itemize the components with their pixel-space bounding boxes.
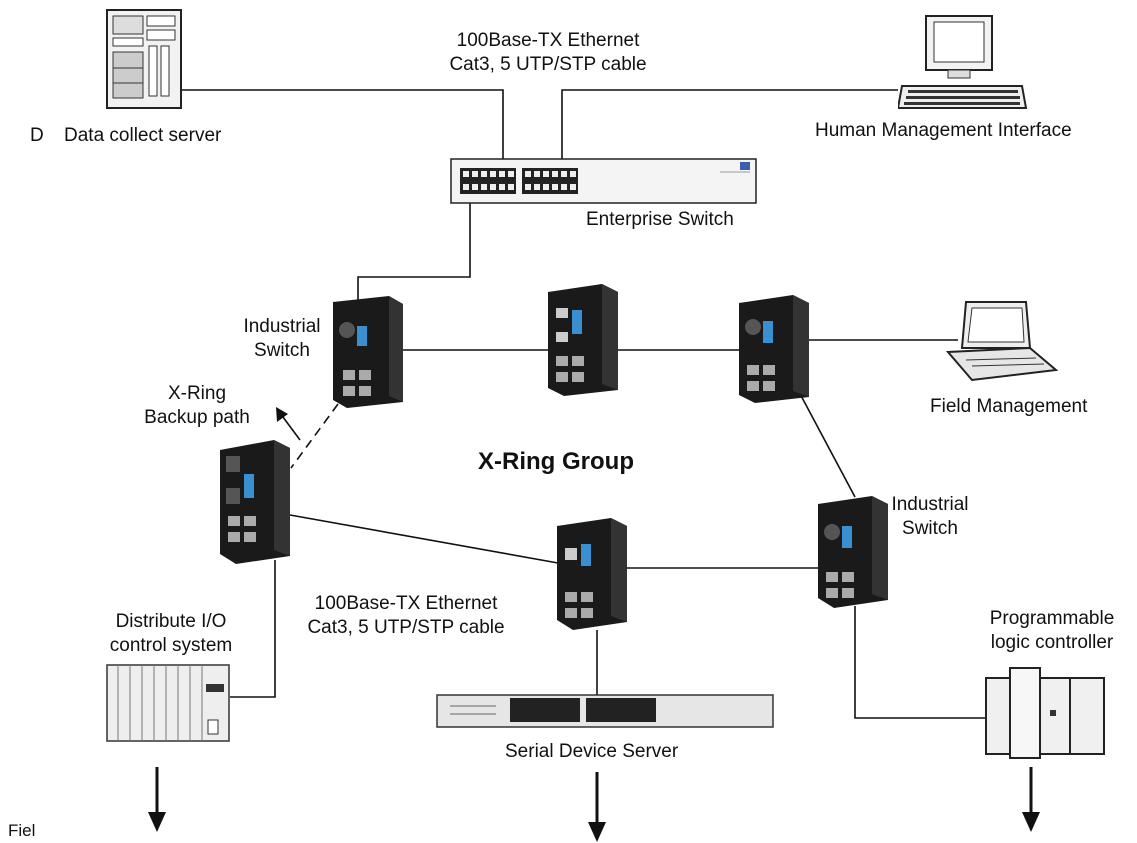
- ring-link-bottom-left: [289, 514, 559, 564]
- enterprise-switch-icon: [450, 158, 757, 204]
- industrial-switch-right-line1: Industrial: [891, 494, 969, 515]
- programmable-logic-line1: Programmable: [989, 608, 1115, 629]
- programmable-logic-label: Programmable logic controller: [972, 607, 1132, 655]
- backup-path-line: [290, 403, 339, 469]
- serial-device-server-icon: [436, 694, 774, 728]
- xring-backup-line1: X-Ring: [167, 383, 227, 404]
- industrial-switch-left-label: Industrial Switch: [232, 315, 332, 363]
- xring-backup-label: X-Ring Backup path: [132, 382, 262, 430]
- distribute-io-label: Distribute I/O control system: [96, 610, 246, 658]
- industrial-switch-ring-left-icon: [220, 440, 290, 564]
- industrial-switch-center-icon: [548, 284, 618, 396]
- io-rack-icon: [106, 664, 230, 742]
- serial-device-server-label: Serial Device Server: [505, 741, 679, 762]
- cable-label-top: 100Base-TX Ethernet Cat3, 5 UTP/STP cabl…: [448, 29, 648, 77]
- plc-icon: [985, 667, 1105, 759]
- cable-label-top-line1: 100Base-TX Ethernet: [456, 30, 640, 51]
- industrial-switch-bottom-center-icon: [557, 518, 627, 630]
- cable-label-mid: 100Base-TX Ethernet Cat3, 5 UTP/STP cabl…: [296, 592, 516, 640]
- server-tower-icon: [106, 9, 182, 109]
- industrial-switch-left-line2: Switch: [254, 340, 310, 361]
- computer-workstation-icon: [898, 15, 1028, 109]
- distribute-io-line2: control system: [109, 635, 233, 656]
- field-arrow-left-head: [148, 812, 166, 832]
- server-prefix: D: [30, 125, 44, 146]
- backup-arrow-line: [279, 412, 301, 441]
- industrial-switch-right-label: Industrial Switch: [880, 493, 980, 541]
- field-management-label: Field Management: [930, 396, 1088, 417]
- uplink-line: [357, 200, 471, 300]
- human-management-interface-label: Human Management Interface: [815, 120, 1072, 141]
- cable-label-mid-line2: Cat3, 5 UTP/STP cable: [307, 617, 505, 638]
- industrial-switch-left-icon: [333, 296, 403, 408]
- xring-backup-line2: Backup path: [144, 407, 250, 428]
- data-collect-server-label: Data collect server: [64, 125, 222, 146]
- hmi-link: [561, 89, 898, 160]
- field-label-truncated: Fiel: [8, 821, 36, 840]
- distribute-io-line1: Distribute I/O: [115, 611, 227, 632]
- industrial-switch-left-line1: Industrial: [243, 316, 321, 337]
- programmable-logic-line2: logic controller: [990, 632, 1114, 653]
- field-arrow-center-head: [588, 822, 606, 842]
- ring-link-right: [797, 389, 856, 498]
- industrial-switch-right-top-icon: [739, 295, 809, 403]
- cable-label-mid-line1: 100Base-TX Ethernet: [314, 593, 498, 614]
- industrial-switch-right-line2: Switch: [902, 518, 958, 539]
- io-link: [230, 560, 276, 698]
- cable-label-top-line2: Cat3, 5 UTP/STP cable: [449, 54, 647, 75]
- enterprise-switch-label: Enterprise Switch: [586, 209, 734, 230]
- laptop-icon: [946, 301, 1058, 382]
- plc-link: [854, 606, 985, 719]
- industrial-switch-right-bottom-icon: [818, 496, 888, 608]
- server-link: [180, 89, 504, 160]
- xring-group-title: X-Ring Group: [478, 448, 634, 475]
- field-arrow-right-head: [1022, 812, 1040, 832]
- backup-arrow-head: [276, 407, 288, 422]
